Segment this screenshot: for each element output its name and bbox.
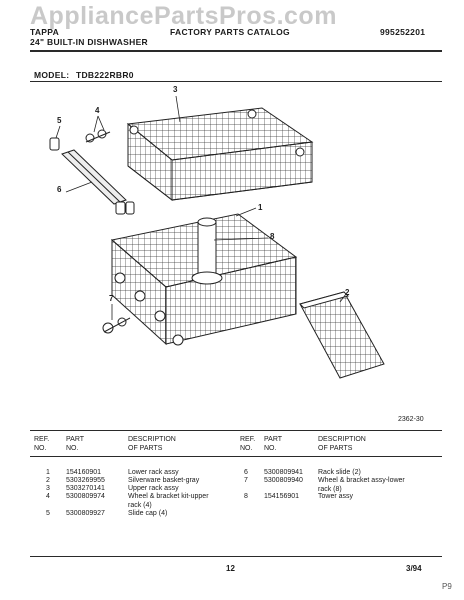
footer-rule [30,556,442,557]
watermark: AppliancePartsPros.com [30,2,337,30]
silverware-basket [299,291,385,379]
lower-wheel-bracket [102,317,131,334]
col-header-part-2: PART NO. [264,436,283,452]
part-desc: Slide cap (4) [128,510,168,517]
brand-name: TAPPA [30,27,60,37]
upper-wheel-bracket [85,129,111,143]
part-no: 5303269955 [66,477,105,484]
part-desc: Wheel & bracket kit-upper rack (4) [128,493,209,509]
col-header-desc-2: DESCRIPTION OF PARTS [318,436,366,452]
ref-no: 7 [244,477,248,484]
ref-no: 6 [244,469,248,476]
col-header-ref: REF. NO. [34,436,50,452]
rack-slide [61,149,127,205]
corner-mark: P9 [442,582,452,591]
callout-5: 5 [57,116,62,125]
part-desc: Wheel & bracket assy-lower rack (8) [318,477,405,493]
header-rule [30,50,442,52]
model-label: MODEL: [34,70,70,80]
callout-leaders [55,95,347,320]
part-desc: Lower rack assy [128,469,179,476]
part-no: 5300809940 [264,477,303,484]
parts-diagram [49,95,385,379]
model-value: TDB222RBR0 [76,70,134,80]
doc-number: 995252201 [380,27,426,37]
part-no: 5303270141 [66,485,105,492]
callout-2: 2 [345,288,350,297]
part-no: 5300809927 [66,510,105,517]
callout-3: 3 [173,85,178,94]
lower-rack-wheels [114,272,184,346]
upper-rack-wheels [129,109,305,157]
col-header-part: PART NO. [66,436,85,452]
callout-6: 6 [57,185,62,194]
ref-no: 3 [46,485,50,492]
diagram-ref-code: 2362-30 [398,416,424,423]
table-top-rule [30,430,442,431]
callout-7: 7 [109,294,114,303]
part-desc: Tower assy [318,493,354,500]
tower-assembly [191,217,223,285]
part-no: 5300809974 [66,493,105,500]
part-desc: Silverware basket-gray [128,477,200,484]
col-header-ref-2: REF. NO. [240,436,256,452]
ref-no: 1 [46,469,50,476]
part-no: 5300809941 [264,469,303,476]
ref-no: 5 [46,510,50,517]
part-desc: Upper rack assy [128,485,179,492]
part-no: 154160901 [66,469,102,476]
catalog-title: FACTORY PARTS CATALOG [170,27,290,37]
product-subtitle: 24" BUILT-IN DISHWASHER [30,37,148,47]
page-number: 12 [226,564,235,573]
part-no: 154156901 [264,493,300,500]
callout-8: 8 [270,232,275,241]
ref-no: 2 [46,477,50,484]
model-rule [30,81,442,82]
ref-no: 4 [46,493,50,500]
revision-date: 3/94 [406,564,422,573]
callout-1: 1 [258,203,263,212]
ref-no: 8 [244,493,248,500]
col-header-desc: DESCRIPTION OF PARTS [128,436,176,452]
callout-4: 4 [95,106,100,115]
table-header-rule [30,456,442,457]
upper-rack [126,107,314,202]
slide-caps [49,137,135,215]
part-desc: Rack slide (2) [318,469,361,476]
